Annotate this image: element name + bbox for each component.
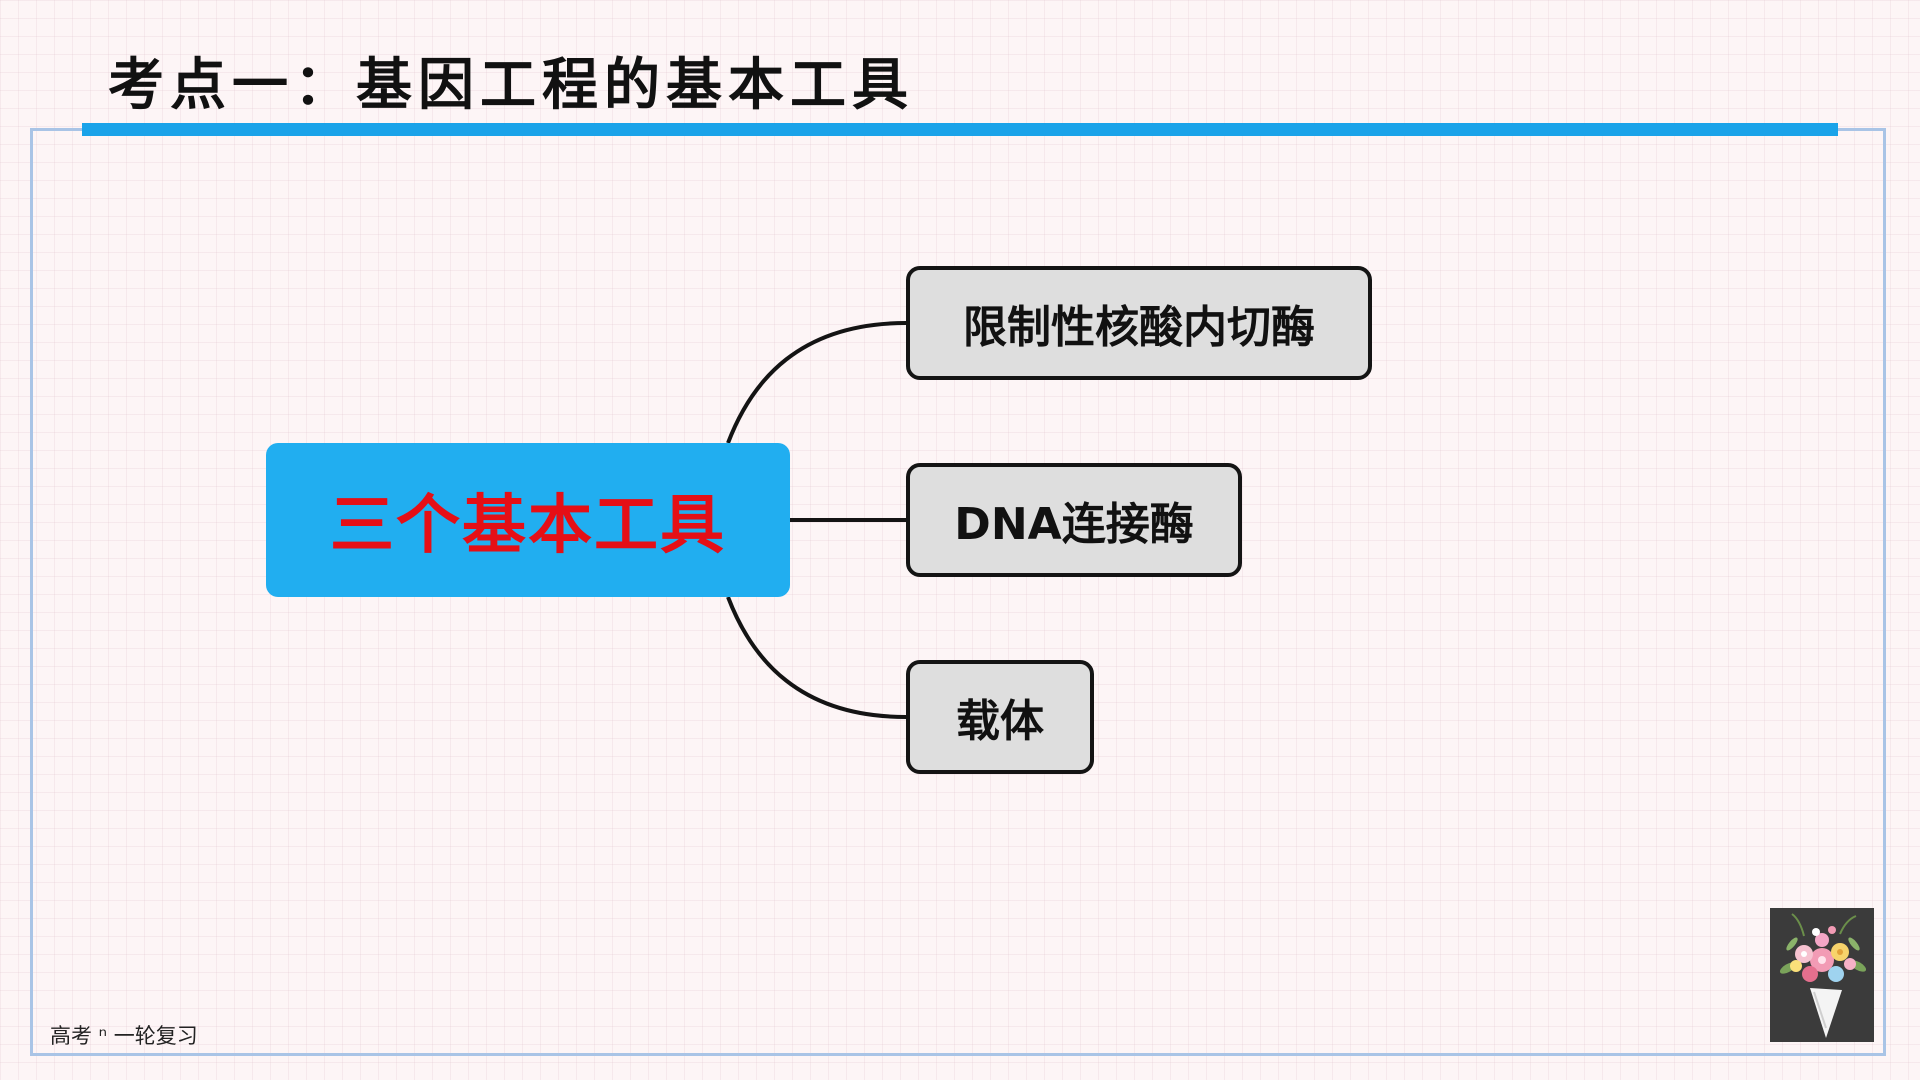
branch-node-label: 限制性核酸内切酶 (963, 302, 1315, 353)
branch-node-label: DNA连接酶 (954, 499, 1194, 550)
center-node-label: 三个基本工具 (330, 489, 726, 563)
mindmap-branch-node: 限制性核酸内切酶 (906, 266, 1372, 380)
mindmap-branch-node: 载体 (906, 660, 1094, 774)
title-underline-bar (82, 123, 1838, 136)
mindmap-center-node: 三个基本工具 (266, 443, 790, 597)
mindmap-branch-node: DNA连接酶 (906, 463, 1242, 577)
branch-node-label: 载体 (956, 696, 1044, 747)
slide-title: 考点一：基因工程的基本工具 (108, 53, 914, 118)
footer-label: 高考 ⁿ 一轮复习 (50, 1024, 198, 1048)
flower-bouquet-icon (1770, 908, 1874, 1042)
